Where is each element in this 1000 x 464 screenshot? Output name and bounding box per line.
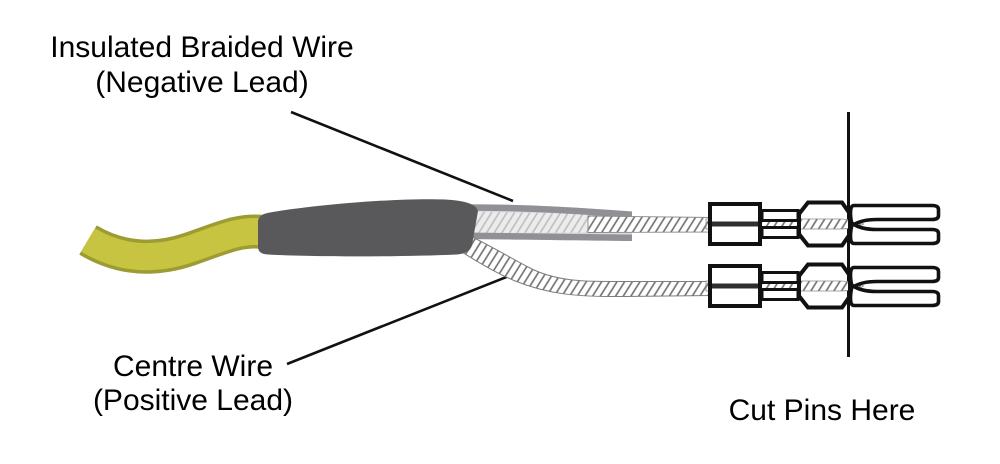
wire-jacket-edge-top [464, 204, 632, 218]
cable-sleeve [258, 199, 478, 257]
cable [79, 214, 267, 274]
cable-body [81, 217, 266, 271]
label-centre-wire: Centre Wire (Positive Lead) [58, 350, 328, 418]
leader-line-positive [286, 270, 520, 366]
terminal-row-bottom [704, 262, 941, 310]
label-cut-pins-here-text: Cut Pins Here [728, 394, 916, 427]
terminal-row-top [704, 200, 941, 248]
label-centre-wire-line2: (Positive Lead) [92, 384, 294, 417]
leader-line-negative [290, 110, 514, 203]
wire-braid-under-jacket [468, 211, 592, 233]
label-insulated-braided-wire-line2: (Negative Lead) [95, 66, 309, 99]
label-insulated-braided-wire: Insulated Braided Wire (Negative Lead) [22, 30, 382, 100]
wire-jacket-edge-bottom [464, 232, 632, 241]
label-centre-wire-line1: Centre Wire [112, 350, 274, 383]
label-cut-pins-here: Cut Pins Here [697, 393, 947, 428]
insulated-braided-wire [464, 204, 713, 241]
wire-braid-exposed [587, 215, 713, 233]
label-insulated-braided-wire-line1: Insulated Braided Wire [50, 31, 354, 64]
